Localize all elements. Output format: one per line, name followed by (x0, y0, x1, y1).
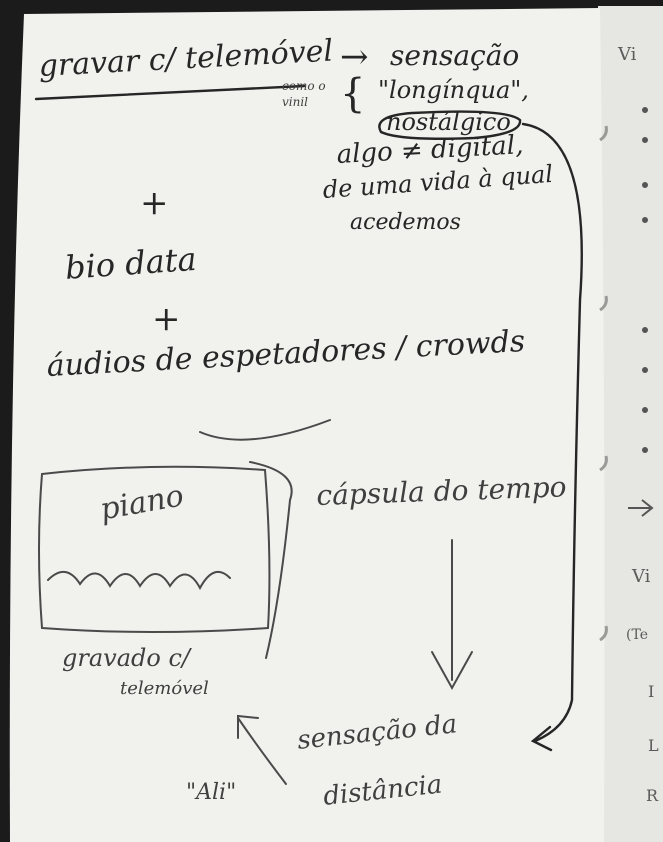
nostalgico-circle (378, 110, 522, 140)
left-page (9, 8, 605, 842)
right-page-tag: (Te (626, 627, 648, 643)
note-sensacao: sensação (390, 39, 520, 72)
right-page-dots (642, 107, 648, 453)
right-page-letter: L (648, 736, 659, 755)
note-nostalgico: nostálgico (386, 108, 511, 136)
right-page-letter: R (646, 786, 659, 805)
right-page-top-word: Vi (618, 44, 637, 65)
note-longinqua: "longínqua", (378, 76, 529, 104)
binding-stitches (599, 125, 608, 642)
sketch-gravado: gravado c/ (62, 644, 190, 672)
ali-arrow-shaft (237, 717, 287, 785)
plus-icon-2: + (152, 299, 181, 339)
right-page-letter: I (648, 682, 655, 701)
sketch-telemovel: telemóvel (120, 678, 209, 699)
right-page (598, 6, 663, 842)
sketch-ali: "Ali" (186, 780, 237, 805)
right-bracket (249, 461, 293, 659)
right-page-arrow (628, 499, 654, 517)
sketch-capsula: cápsula do tempo (315, 470, 567, 512)
sound-wave (47, 570, 231, 591)
divider-curve (199, 419, 331, 441)
arrow-icon: → (340, 37, 369, 77)
plus-icon: + (140, 183, 169, 223)
note-bio-data: bio data (63, 239, 198, 287)
long-connector-line (521, 122, 583, 743)
phone-box (38, 465, 271, 633)
brace-icon: { (340, 71, 366, 117)
ali-arrow-head (237, 714, 259, 739)
down-arrow-head (431, 651, 473, 691)
note-acedemos: acedemos (350, 210, 461, 235)
right-page-mid-word: Vi (632, 566, 651, 587)
note-como-o-vinil: como o vinil (282, 79, 326, 109)
connector-arrowhead (530, 725, 553, 752)
underline-title (34, 84, 306, 101)
